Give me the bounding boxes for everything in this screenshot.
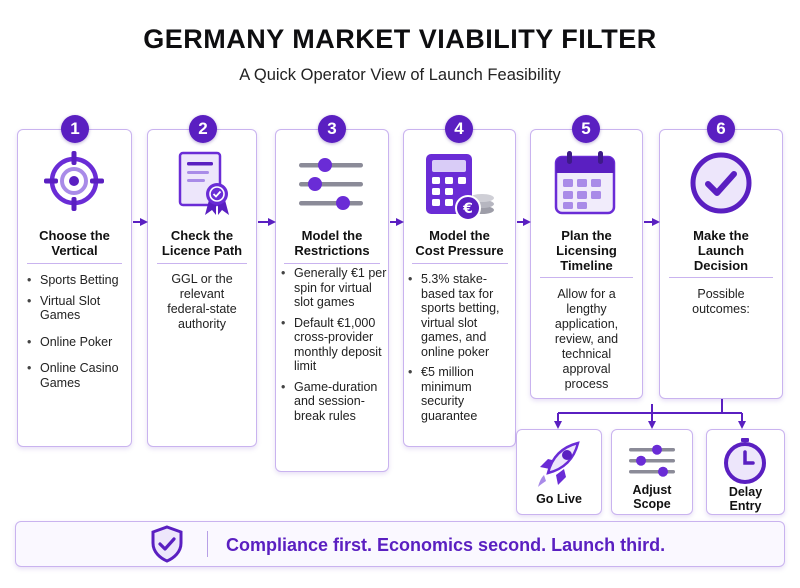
step-badge-6: 6 [707,115,735,143]
step-bullets-1: Sports Betting Virtual Slot Games Online… [27,273,127,396]
step-divider-2 [157,263,247,264]
calculator-icon: € [426,154,494,220]
step-description-6: Possible outcomes: [692,287,750,316]
outcome-label-go-live: Go Live [536,492,582,506]
shield-check-icon [151,525,183,563]
list-item: Game-duration and session-break rules [281,380,387,424]
rocket-icon [538,441,580,487]
step-divider-4 [412,263,508,264]
step-divider-3 [284,263,380,264]
list-item: Default €1,000 cross-provider monthly de… [281,316,387,374]
outcome-label-delay-entry: Delay Entry [728,485,763,513]
certificate-icon [178,151,229,215]
sliders-icon [629,444,675,477]
outcome-label-adjust-scope: Adjust Scope [632,483,672,511]
list-item: Virtual Slot Games [27,294,127,323]
step-description-2: GGL or the relevant federal-state author… [167,272,237,331]
step-title-6: Make the Launch Decision [693,228,749,273]
step-bullets-3: Generally €1 per spin for virtual slot g… [281,266,387,429]
step-badge-1: 1 [61,115,89,143]
list-item: Online Casino Games [27,361,127,390]
checkmark-icon [690,152,752,214]
target-icon [44,151,104,211]
step-badge-3: 3 [318,115,346,143]
sliders-icon [299,158,363,210]
page-subtitle: A Quick Operator View of Launch Feasibil… [239,66,561,84]
list-item: Online Poker [27,335,127,350]
footer-tagline: Compliance first. Economics second. Laun… [226,535,666,555]
list-item: Sports Betting [27,273,127,288]
step-title-5: Plan the Licensing Timeline [556,228,617,273]
clock-icon [724,438,766,484]
step-title-3: Model the Restrictions [294,228,370,258]
footer-divider [207,531,208,557]
step-title-1: Choose the Vertical [39,228,110,258]
list-item: Generally €1 per spin for virtual slot g… [281,266,387,310]
page-title: GERMANY MARKET VIABILITY FILTER [143,24,657,54]
list-item: €5 million minimum security guarantee [408,365,514,423]
step-divider-1 [27,263,122,264]
step-description-5: Allow for a lengthy application, review,… [554,287,619,391]
step-badge-2: 2 [189,115,217,143]
step-divider-6 [669,277,773,278]
step-title-4: Model the Cost Pressure [415,228,504,258]
svg-text:€: € [462,201,473,217]
step-badge-4: 4 [445,115,473,143]
step-divider-5 [540,277,633,278]
step-badge-5: 5 [572,115,600,143]
footer-banner [15,521,785,567]
calendar-icon [554,151,616,215]
outcome-card-go-live [516,429,602,515]
step-bullets-4: 5.3% stake-based tax for sports betting,… [408,272,514,429]
list-item: 5.3% stake-based tax for sports betting,… [408,272,514,359]
step-title-2: Check the Licence Path [161,228,243,258]
